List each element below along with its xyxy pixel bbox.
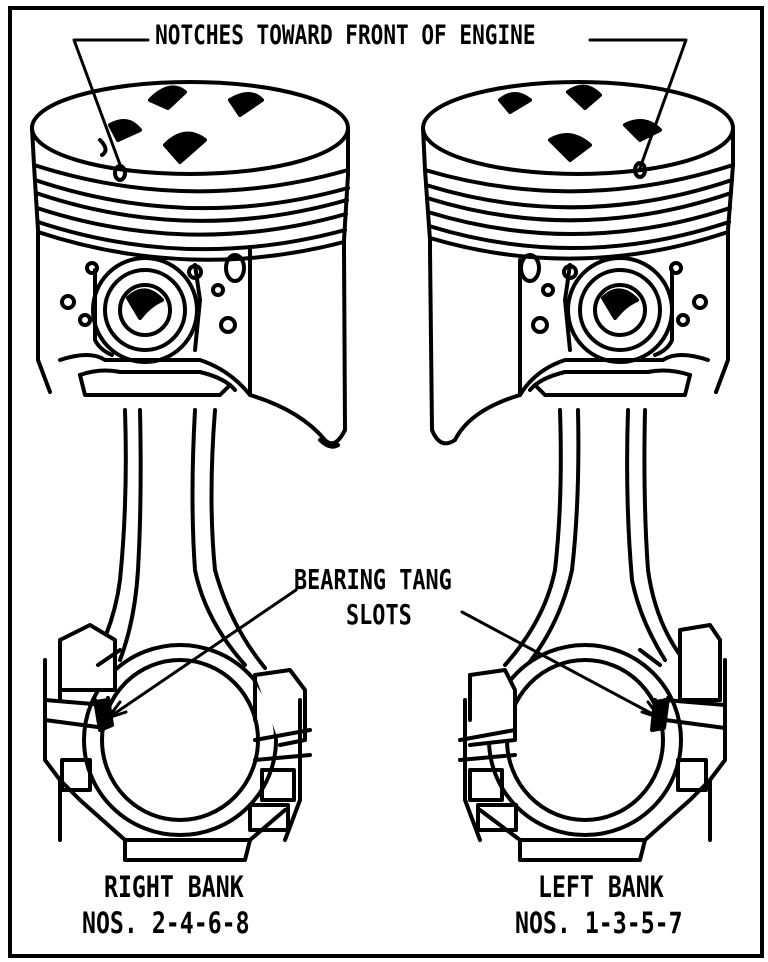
right-bank-numbers: NOS. 2-4-6-8 — [82, 906, 250, 940]
right-bank-connecting-rod — [43, 408, 312, 862]
notches-label: NOTCHES TOWARD FRONT OF ENGINE — [152, 21, 539, 51]
bearing-tang-label-line2: SLOTS — [346, 598, 412, 631]
right-bank-piston — [30, 80, 350, 449]
leader-lines — [72, 38, 688, 720]
left-bank-label: LEFT BANK — [538, 870, 664, 904]
right-bank-label: RIGHT BANK — [104, 870, 244, 904]
left-bank-piston — [421, 80, 735, 446]
left-bank-numbers: NOS. 1-3-5-7 — [515, 906, 683, 940]
left-bank-connecting-rod — [458, 408, 727, 862]
bearing-tang-label-line1: BEARING TANG — [294, 563, 452, 596]
diagram-border — [8, 6, 764, 958]
